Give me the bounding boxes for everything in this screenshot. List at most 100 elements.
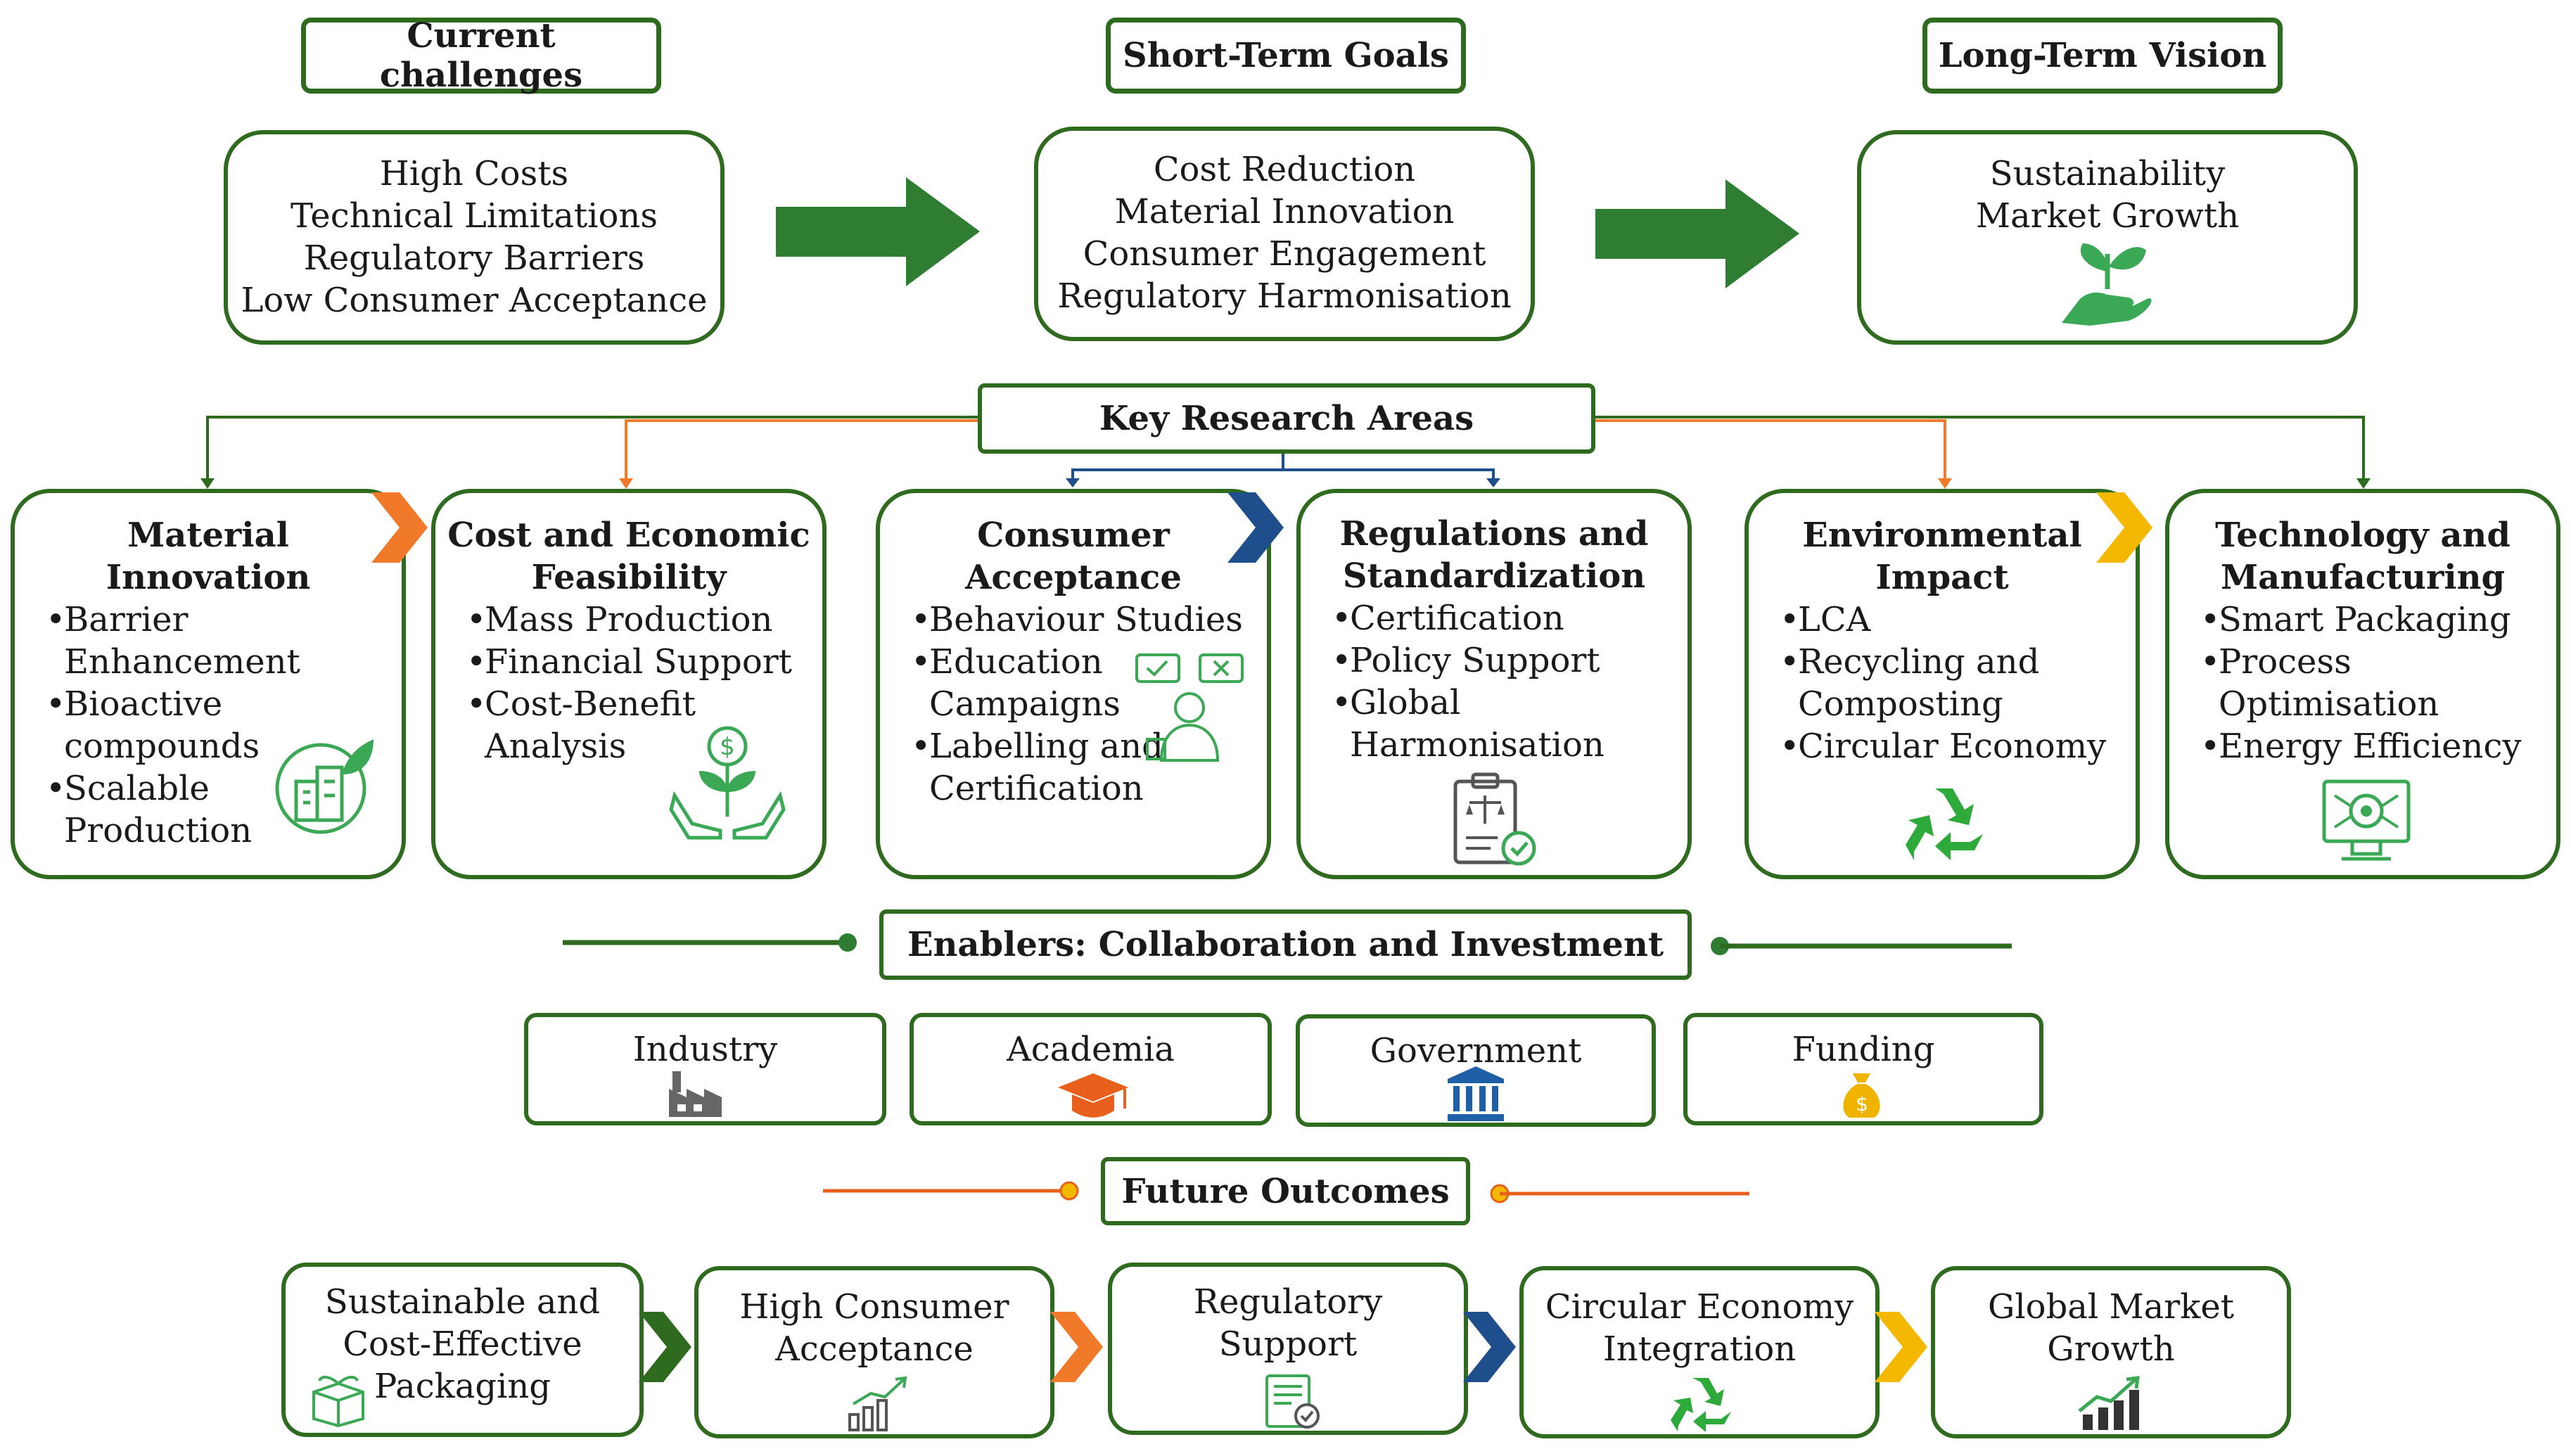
- research-bullet: Circular Economy: [1780, 725, 2106, 767]
- enablers-header: Enablers: Collaboration and Investment: [879, 909, 1692, 980]
- header-long-term-vision: Long-Term Vision: [1922, 18, 2283, 94]
- research-bullet: Financial Support: [466, 641, 792, 683]
- challenge-item: Technical Limitations: [291, 196, 658, 236]
- future-outcome-global-market: Global Market Growth: [1931, 1266, 2291, 1438]
- future-outcomes-header: Future Outcomes: [1101, 1157, 1470, 1225]
- header-current-challenges: Current challenges: [301, 16, 661, 95]
- future-outcomes-label: Future Outcomes: [1121, 1171, 1450, 1211]
- money-plant-icon: $: [669, 726, 786, 840]
- chevron-right-icon: [371, 492, 428, 563]
- future-outcome-sustainable: Sustainable and Cost-Effective Packaging: [281, 1263, 644, 1437]
- research-title-line: Environmental: [1802, 516, 2082, 555]
- research-title-line: Acceptance: [965, 558, 1182, 597]
- svg-text:$: $: [1856, 1092, 1868, 1116]
- regulation-clipboard-icon: [1453, 772, 1536, 866]
- enabler-label: Industry: [632, 1030, 778, 1069]
- key-research-label: Key Research Areas: [1099, 399, 1474, 438]
- consumer-feedback-icon: [1135, 653, 1244, 762]
- green-building-icon: [275, 739, 374, 834]
- hand-plant-icon: [2062, 243, 2152, 326]
- goal-item: Consumer Engagement: [1083, 234, 1486, 274]
- research-bullet: Behaviour Studies: [911, 599, 1243, 641]
- challenge-item: High Costs: [379, 154, 569, 193]
- outcome-line: Acceptance: [775, 1329, 974, 1369]
- bar-chart-icon: [2078, 1376, 2140, 1430]
- regulation-document-icon: [1265, 1374, 1320, 1429]
- future-outcome-regulatory: Regulatory Support: [1108, 1263, 1468, 1435]
- long-term-vision-box: Sustainability Market Growth: [1857, 130, 2358, 345]
- svg-text:$: $: [720, 733, 735, 761]
- research-area-cost-economic: Cost and Economic Feasibility Mass Produ…: [431, 489, 827, 879]
- research-bullet: Certification: [1332, 597, 1605, 639]
- research-title-line: Consumer: [977, 516, 1170, 555]
- outcome-line: Global Market: [1987, 1287, 2235, 1327]
- enabler-academia: Academia: [910, 1013, 1272, 1125]
- research-title-line: Regulations and: [1339, 514, 1649, 554]
- research-bullet: Mass Production: [466, 599, 792, 641]
- arrow-right-icon: [1595, 179, 1799, 288]
- government-building-icon: [1448, 1066, 1504, 1121]
- research-area-consumer-acceptance: Consumer Acceptance Behaviour Studies Ed…: [876, 489, 1271, 879]
- research-title-line: Innovation: [106, 558, 311, 597]
- header-short-term-label: Short-Term Goals: [1123, 36, 1449, 75]
- header-long-term-label: Long-Term Vision: [1938, 36, 2267, 75]
- enabler-government: Government: [1296, 1014, 1656, 1127]
- enablers-connector-right: [1711, 937, 2012, 955]
- research-area-technology: Technology and Manufacturing Smart Packa…: [2165, 489, 2560, 879]
- header-current-label: Current challenges: [379, 16, 583, 95]
- outcome-line: Support: [1218, 1324, 1358, 1364]
- enabler-funding: Funding $: [1683, 1013, 2043, 1125]
- arrow-right-icon: [776, 177, 980, 286]
- research-bullet: LCA: [1780, 599, 2106, 641]
- outcome-line: Regulatory: [1193, 1282, 1383, 1322]
- vision-item: Sustainability: [1989, 154, 2226, 193]
- research-title-line: Manufacturing: [2220, 558, 2506, 597]
- research-title-line: Feasibility: [531, 558, 727, 597]
- chevron-right-icon: [2096, 492, 2152, 563]
- research-bullet: Policy Support: [1332, 639, 1605, 682]
- research-bullet: Energy Efficiency: [2200, 725, 2521, 767]
- graduation-cap-icon: [1058, 1073, 1128, 1118]
- enablers-label: Enablers: Collaboration and Investment: [907, 925, 1664, 964]
- research-title-line: Impact: [1875, 558, 2009, 597]
- outcome-line: Circular Economy: [1545, 1287, 1854, 1327]
- outcome-line: Growth: [2047, 1329, 2175, 1369]
- goal-item: Regulatory Harmonisation: [1057, 276, 1512, 316]
- money-bag-icon: $: [1843, 1073, 1880, 1118]
- future-outcome-consumer: High Consumer Acceptance: [694, 1266, 1054, 1438]
- research-title-line: Standardization: [1342, 556, 1646, 596]
- current-challenges-box: High Costs Technical Limitations Regulat…: [224, 130, 725, 345]
- research-title-line: Cost and Economic: [447, 516, 810, 555]
- vision-item: Market Growth: [1975, 196, 2240, 236]
- eco-package-icon: [312, 1375, 364, 1428]
- enabler-label: Academia: [1007, 1030, 1175, 1069]
- recycle-icon: [1671, 1378, 1731, 1432]
- outcome-line: High Consumer: [739, 1287, 1009, 1327]
- future-connector-right: [1490, 1184, 1749, 1203]
- enabler-industry: Industry: [524, 1013, 886, 1125]
- goal-item: Cost Reduction: [1153, 150, 1416, 189]
- short-term-goals-box: Cost Reduction Material Innovation Consu…: [1034, 127, 1535, 341]
- enabler-label: Government: [1370, 1031, 1582, 1071]
- research-title-line: Material: [127, 516, 289, 555]
- recycle-icon: [1906, 788, 1983, 860]
- outcome-line: Integration: [1602, 1329, 1797, 1369]
- challenge-item: Low Consumer Acceptance: [241, 281, 708, 320]
- research-connectors: [200, 416, 2371, 489]
- enablers-connector-left: [563, 933, 857, 952]
- future-outcome-circular: Circular Economy Integration: [1519, 1266, 1880, 1438]
- factory-icon: [669, 1071, 722, 1117]
- chevron-right-icon: [1050, 1312, 1103, 1382]
- chevron-right-icon: [639, 1312, 691, 1382]
- research-area-regulations: Regulations and Standardization Certific…: [1296, 489, 1692, 879]
- chevron-right-icon: [1463, 1312, 1516, 1382]
